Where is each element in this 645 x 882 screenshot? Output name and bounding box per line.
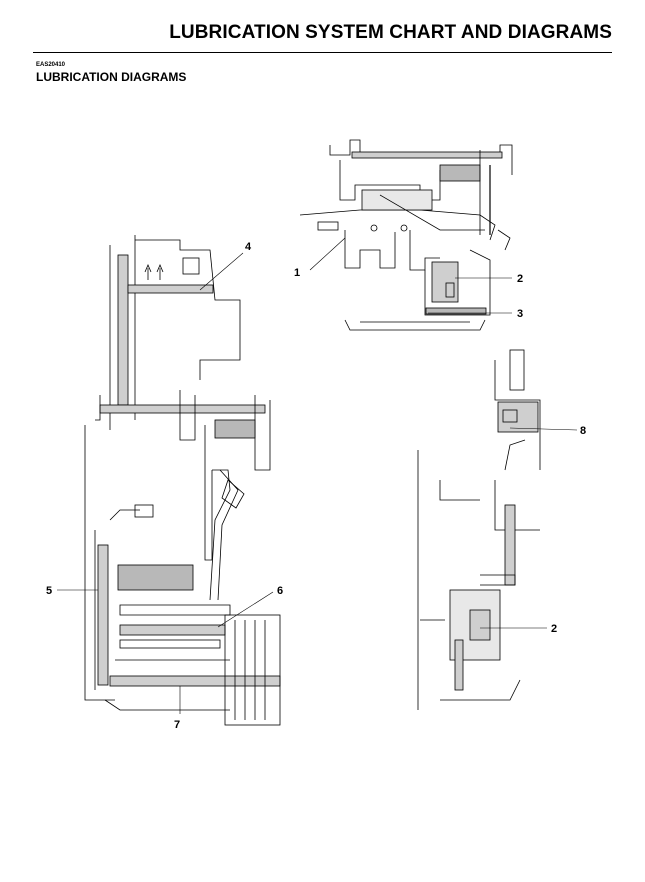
callout-7: 7 <box>174 719 180 731</box>
callout-2-top: 2 <box>517 273 523 285</box>
callout-leaders <box>57 237 578 714</box>
crankcase-right-diagram <box>417 349 541 710</box>
crankcase-diagram <box>84 235 281 726</box>
callout-5: 5 <box>46 585 52 597</box>
section-title: LUBRICATION DIAGRAMS <box>36 70 187 84</box>
callout-2-bottom: 2 <box>551 623 557 635</box>
callout-1: 1 <box>294 267 300 279</box>
section-code: EAS20410 <box>36 62 66 68</box>
callout-8: 8 <box>580 425 586 437</box>
callout-4: 4 <box>245 241 252 253</box>
header-divider <box>33 52 612 53</box>
page-header-title: LUBRICATION SYSTEM CHART AND DIAGRAMS <box>169 22 612 43</box>
callout-3: 3 <box>517 308 523 320</box>
callout-6: 6 <box>277 585 283 597</box>
cylinder-head-diagram <box>299 139 513 331</box>
